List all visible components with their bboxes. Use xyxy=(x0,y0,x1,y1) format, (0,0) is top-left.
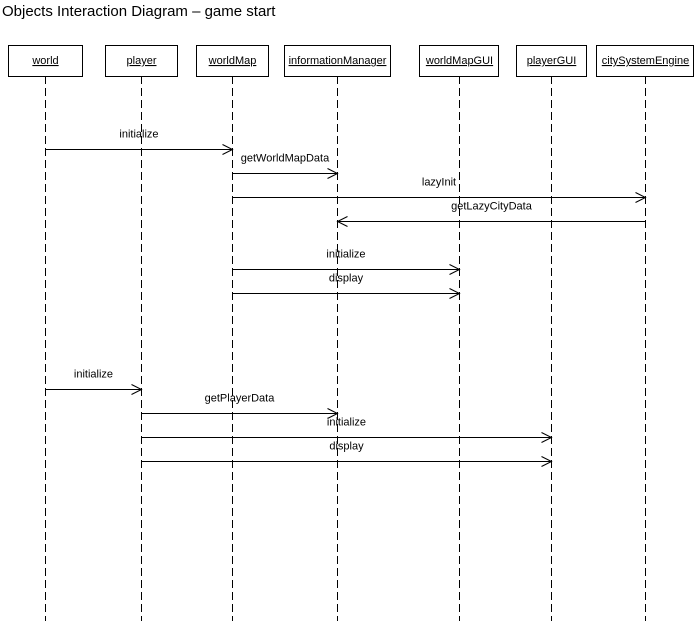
message-display: display xyxy=(141,441,553,467)
object-playerGUI: playerGUI xyxy=(516,45,587,77)
object-box xyxy=(105,45,178,77)
message-initialize: initialize xyxy=(232,249,461,275)
message-initialize: initialize xyxy=(45,129,234,155)
object-citySystemEngine: citySystemEngine xyxy=(596,45,694,77)
message-initialize: initialize xyxy=(45,369,143,395)
arrowhead-icon xyxy=(327,168,339,179)
message-label: getLazyCityData xyxy=(451,201,533,213)
arrowhead-icon xyxy=(336,216,348,227)
object-label: informationManager xyxy=(289,55,387,67)
message-initialize: initialize xyxy=(141,417,553,443)
object-worldMapGUI: worldMapGUI xyxy=(419,45,499,77)
message-label: display xyxy=(329,273,364,285)
object-label: worldMapGUI xyxy=(425,55,493,67)
object-informationManager: informationManager xyxy=(284,45,391,77)
arrowhead-icon xyxy=(222,144,234,155)
object-label: player xyxy=(127,55,157,67)
message-label: display xyxy=(329,441,364,453)
arrowhead-icon xyxy=(541,456,553,467)
object-box xyxy=(284,45,391,77)
message-label: initialize xyxy=(327,417,366,429)
message-getlazycitydata: getLazyCityData xyxy=(336,201,646,227)
message-label: initialize xyxy=(119,129,158,141)
message-label: initialize xyxy=(74,369,113,381)
object-worldMap: worldMap xyxy=(196,45,269,77)
object-box xyxy=(8,45,83,77)
diagram-title: Objects Interaction Diagram – game start xyxy=(2,3,276,20)
message-label: getWorldMapData xyxy=(241,153,330,165)
arrowhead-icon xyxy=(635,192,647,203)
object-player: player xyxy=(105,45,178,77)
message-getplayerdata: getPlayerData xyxy=(141,393,339,419)
message-label: lazyInit xyxy=(422,177,456,189)
message-getworldmapdata: getWorldMapData xyxy=(232,153,339,179)
arrowhead-icon xyxy=(449,288,461,299)
message-display: display xyxy=(232,273,461,299)
message-lazyinit: lazyInit xyxy=(232,177,647,203)
arrowhead-icon xyxy=(131,384,143,395)
object-box xyxy=(196,45,269,77)
object-world: world xyxy=(8,45,83,77)
object-label: citySystemEngine xyxy=(602,55,689,67)
object-box xyxy=(596,45,694,77)
arrowhead-icon xyxy=(541,432,553,443)
object-label: playerGUI xyxy=(527,55,577,67)
arrowhead-icon xyxy=(327,408,339,419)
object-label: worldMap xyxy=(208,55,257,67)
object-box xyxy=(516,45,587,77)
object-label: world xyxy=(31,55,58,67)
arrowhead-icon xyxy=(449,264,461,275)
message-label: initialize xyxy=(326,249,365,261)
message-label: getPlayerData xyxy=(205,393,276,405)
object-box xyxy=(419,45,499,77)
